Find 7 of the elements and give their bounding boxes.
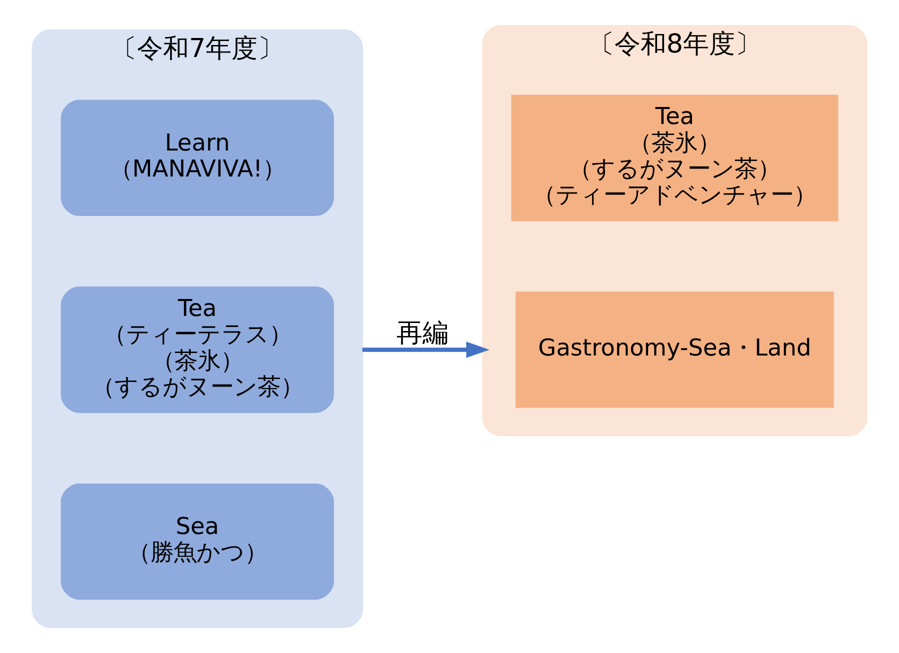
node-box: Sea （勝魚かつ） [60, 483, 334, 600]
node-box: Tea （ティーテラス） （茶氷） （するがヌーン茶） [60, 286, 334, 413]
node-box: Gastronomy-Sea・Land [516, 292, 834, 408]
arrow [362, 342, 490, 358]
node-box: Learn （MANAVIVA!） [60, 100, 334, 216]
node-box: Tea （茶氷） （するがヌーン茶） （ティーアドベンチャー） [511, 94, 838, 222]
edge-label: 再編 [396, 318, 449, 349]
